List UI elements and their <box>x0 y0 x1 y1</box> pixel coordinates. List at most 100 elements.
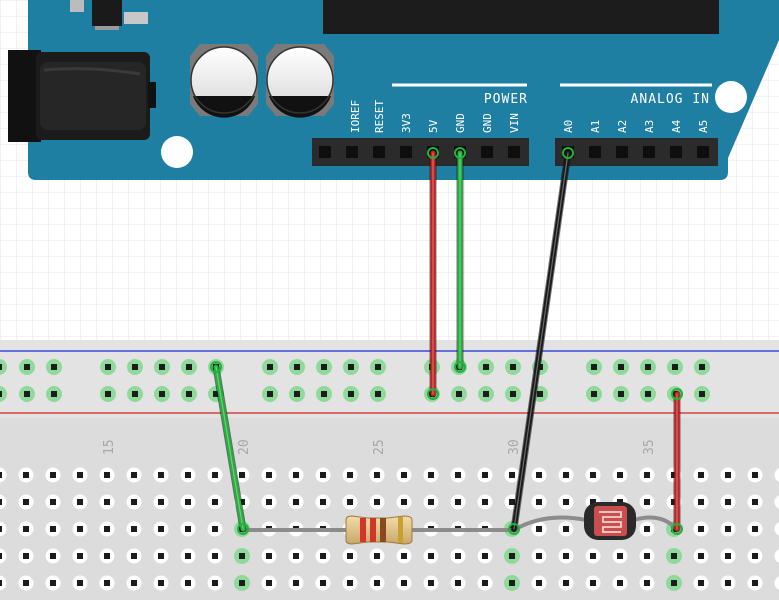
breadboard-hole[interactable] <box>315 575 331 591</box>
breadboard-hole[interactable] <box>666 548 682 564</box>
breadboard-hole[interactable] <box>99 548 115 564</box>
breadboard-hole[interactable] <box>288 467 304 483</box>
breadboard-hole[interactable] <box>423 494 439 510</box>
wire-gnd[interactable] <box>454 147 466 373</box>
breadboard-hole[interactable] <box>207 548 223 564</box>
breadboard-hole[interactable] <box>774 576 779 591</box>
breadboard-hole[interactable] <box>153 494 169 510</box>
breadboard-hole[interactable] <box>612 548 628 564</box>
breadboard-hole[interactable] <box>370 386 386 402</box>
breadboard-hole[interactable] <box>19 359 35 375</box>
breadboard-hole[interactable] <box>450 548 466 564</box>
breadboard-hole[interactable] <box>99 521 115 537</box>
breadboard-hole[interactable] <box>0 359 7 375</box>
wire-5v[interactable] <box>427 147 439 400</box>
wire-power-to-ldr[interactable] <box>671 388 683 535</box>
breadboard-hole[interactable] <box>342 548 358 564</box>
breadboard-hole[interactable] <box>342 575 358 591</box>
breadboard-hole[interactable] <box>262 386 278 402</box>
breadboard-hole[interactable] <box>450 494 466 510</box>
breadboard-hole[interactable] <box>451 386 467 402</box>
breadboard-hole[interactable] <box>0 575 7 591</box>
breadboard-hole[interactable] <box>72 575 88 591</box>
breadboard-hole[interactable] <box>316 359 332 375</box>
breadboard-hole[interactable] <box>45 575 61 591</box>
breadboard-hole[interactable] <box>639 575 655 591</box>
breadboard-hole[interactable] <box>747 575 763 591</box>
breadboard-hole[interactable] <box>153 467 169 483</box>
breadboard-hole[interactable] <box>315 467 331 483</box>
breadboard-hole[interactable] <box>45 494 61 510</box>
header-pin[interactable] <box>346 146 358 158</box>
header-pin[interactable] <box>616 146 628 158</box>
breadboard-hole[interactable] <box>342 467 358 483</box>
breadboard-hole[interactable] <box>505 386 521 402</box>
breadboard-hole[interactable] <box>531 521 547 537</box>
header-pin[interactable] <box>481 146 493 158</box>
breadboard-hole[interactable] <box>613 386 629 402</box>
breadboard-hole[interactable] <box>558 575 574 591</box>
breadboard-hole[interactable] <box>207 467 223 483</box>
breadboard-hole[interactable] <box>477 467 493 483</box>
breadboard-hole[interactable] <box>99 575 115 591</box>
breadboard-hole[interactable] <box>45 548 61 564</box>
breadboard-hole[interactable] <box>423 548 439 564</box>
breadboard-hole[interactable] <box>342 494 358 510</box>
breadboard-hole[interactable] <box>612 575 628 591</box>
breadboard-hole[interactable] <box>99 494 115 510</box>
breadboard-hole[interactable] <box>19 386 35 402</box>
breadboard-hole[interactable] <box>288 575 304 591</box>
breadboard-hole[interactable] <box>531 494 547 510</box>
breadboard-hole[interactable] <box>558 494 574 510</box>
breadboard-hole[interactable] <box>640 359 656 375</box>
breadboard-hole[interactable] <box>693 548 709 564</box>
breadboard-hole[interactable] <box>153 521 169 537</box>
breadboard-hole[interactable] <box>586 386 602 402</box>
breadboard-hole[interactable] <box>774 522 779 537</box>
breadboard-hole[interactable] <box>0 548 7 564</box>
breadboard-hole[interactable] <box>477 575 493 591</box>
breadboard-hole[interactable] <box>774 549 779 564</box>
breadboard-hole[interactable] <box>180 494 196 510</box>
breadboard-hole[interactable] <box>613 359 629 375</box>
breadboard-hole[interactable] <box>72 494 88 510</box>
breadboard-hole[interactable] <box>343 359 359 375</box>
breadboard-hole[interactable] <box>396 548 412 564</box>
breadboard-hole[interactable] <box>154 386 170 402</box>
breadboard-hole[interactable] <box>288 494 304 510</box>
breadboard-hole[interactable] <box>261 575 277 591</box>
breadboard-hole[interactable] <box>181 386 197 402</box>
breadboard-hole[interactable] <box>639 521 655 537</box>
breadboard-hole[interactable] <box>450 575 466 591</box>
breadboard-hole[interactable] <box>747 467 763 483</box>
breadboard-hole[interactable] <box>100 386 116 402</box>
breadboard-hole[interactable] <box>262 359 278 375</box>
header-pin[interactable] <box>697 146 709 158</box>
breadboard-hole[interactable] <box>261 494 277 510</box>
breadboard-hole[interactable] <box>45 521 61 537</box>
breadboard-hole[interactable] <box>261 548 277 564</box>
breadboard-hole[interactable] <box>396 494 412 510</box>
breadboard-hole[interactable] <box>612 467 628 483</box>
breadboard-hole[interactable] <box>18 575 34 591</box>
breadboard-hole[interactable] <box>207 521 223 537</box>
breadboard-hole[interactable] <box>586 359 602 375</box>
breadboard-hole[interactable] <box>18 467 34 483</box>
breadboard-hole[interactable] <box>18 521 34 537</box>
breadboard-hole[interactable] <box>126 521 142 537</box>
breadboard-hole[interactable] <box>531 575 547 591</box>
breadboard-hole[interactable] <box>370 359 386 375</box>
breadboard-hole[interactable] <box>180 521 196 537</box>
breadboard-hole[interactable] <box>423 467 439 483</box>
breadboard-hole[interactable] <box>369 494 385 510</box>
breadboard-hole[interactable] <box>369 548 385 564</box>
wire-a0[interactable] <box>508 147 574 535</box>
breadboard-hole[interactable] <box>369 467 385 483</box>
breadboard-hole[interactable] <box>153 575 169 591</box>
breadboard-hole[interactable] <box>207 494 223 510</box>
breadboard-hole[interactable] <box>585 467 601 483</box>
breadboard-hole[interactable] <box>639 548 655 564</box>
resistor[interactable] <box>345 515 413 545</box>
breadboard-hole[interactable] <box>46 359 62 375</box>
breadboard-hole[interactable] <box>261 467 277 483</box>
